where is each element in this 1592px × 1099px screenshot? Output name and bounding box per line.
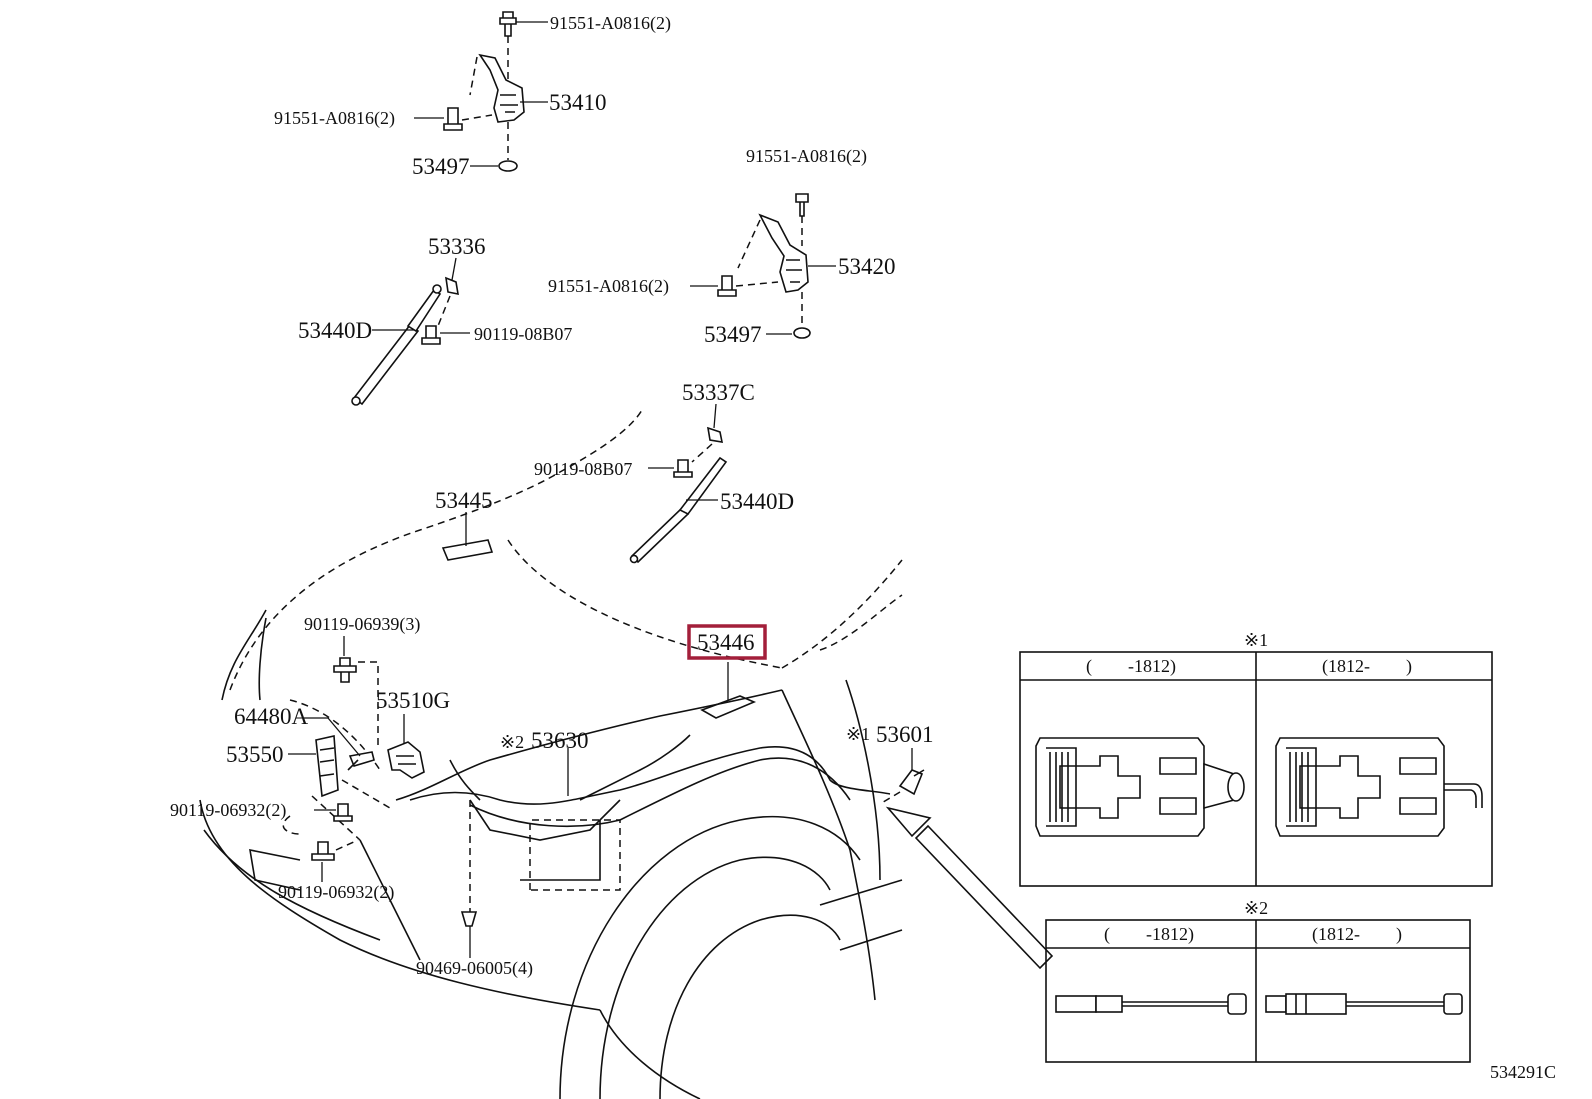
hood-stay-left — [351, 257, 470, 406]
inset-1-title: ※1 — [1244, 630, 1268, 650]
bumper-highlight-icon — [700, 695, 757, 719]
label-bracket-right: 53337C — [682, 380, 755, 405]
lock-assy-icon — [387, 741, 425, 779]
body-outline — [199, 609, 903, 1099]
label-bolt-stay-left: 90119-08B07 — [474, 324, 572, 344]
label-cushion-right: 53497 — [704, 322, 762, 347]
bolt-icon — [311, 841, 335, 861]
clip-icon — [460, 911, 478, 927]
inset-2-title: ※2 — [1244, 898, 1268, 918]
label-clip: 90469-06005(4) — [416, 958, 533, 979]
bolt-icon — [717, 275, 737, 297]
bolt-icon — [421, 325, 441, 345]
label-bumper-front: 53445 — [435, 488, 493, 513]
bolt-icon — [795, 193, 809, 217]
highlight-box — [687, 624, 767, 660]
bolt-icon — [443, 107, 463, 131]
label-stay-left: 53440D — [298, 318, 372, 343]
hinge-right-assembly — [690, 193, 836, 339]
label-bolt-right-hinge: 91551-A0816(2) — [548, 276, 669, 297]
hood-outline — [229, 409, 903, 719]
label-bolt-lock: 90119-06939(3) — [304, 614, 420, 635]
inset-1-left-col: ( -1812) — [1086, 656, 1176, 677]
label-bumper-highlight: 53446 — [697, 630, 755, 655]
inset-2-left-col: ( -1812) — [1104, 924, 1194, 945]
label-lever: 64480A — [234, 704, 309, 729]
label-hinge-right: 53420 — [838, 254, 896, 279]
hood-stay-right — [629, 403, 728, 564]
release-lever-icon — [315, 735, 339, 798]
bracket-icon — [706, 426, 724, 443]
label-bolt-top: 91551-A0816(2) — [550, 13, 671, 34]
hinge-left-assembly — [414, 11, 548, 172]
label-switch: 53601 — [876, 722, 934, 747]
bracket-icon — [445, 276, 459, 296]
inset-1-right-col: (1812- ) — [1322, 656, 1412, 677]
label-bolt-stay-right: 90119-08B07 — [534, 459, 632, 479]
label-bolt-left-hinge: 91551-A0816(2) — [274, 108, 395, 129]
hinge-left-icon — [478, 53, 525, 123]
cushion-icon — [793, 327, 811, 339]
lock-area — [282, 636, 1054, 970]
arrow-icon — [914, 824, 1054, 970]
hinge-right-icon — [758, 213, 809, 293]
label-switch-mark: ※1 — [846, 724, 870, 744]
label-cushion-left: 53497 — [412, 154, 470, 179]
stay-right-icon — [630, 506, 690, 564]
bolt-icon — [333, 657, 357, 683]
label-cable-mark: ※2 — [500, 732, 524, 752]
part-labels: 91551-A0816(2) 53410 91551-A0816(2) 5349… — [170, 13, 934, 979]
label-bolt-right-top: 91551-A0816(2) — [746, 146, 867, 167]
label-bolt-lower-1: 90119-06932(2) — [170, 800, 286, 821]
label-release-lever: 53550 — [226, 742, 284, 767]
label-stay-right: 53440D — [720, 489, 794, 514]
inset-2-right-col: (1812- ) — [1312, 924, 1402, 945]
cable-new-icon — [1265, 993, 1463, 1015]
label-cable: 53630 — [531, 728, 589, 753]
label-bolt-lower-2: 90119-06932(2) — [278, 882, 394, 903]
cushion-icon — [498, 160, 518, 172]
bolt-icon — [673, 459, 693, 478]
label-hinge-left: 53410 — [549, 90, 607, 115]
switch-icon — [898, 769, 924, 796]
bolt-icon — [333, 803, 353, 822]
diagram-code: 534291C — [1490, 1062, 1556, 1082]
switch-old-icon — [1035, 737, 1245, 837]
label-lock-assy: 53510G — [376, 688, 450, 713]
bumper-front-icon — [441, 539, 494, 561]
inset-2: ※2 ( -1812) (1812- ) — [1045, 898, 1471, 1063]
inset-1: ※1 ( -1812) (1812- ) — [1019, 630, 1493, 887]
bolt-icon — [499, 11, 517, 37]
switch-new-icon — [1275, 737, 1483, 837]
label-bracket-upper: 53336 — [428, 234, 486, 259]
cable-old-icon — [1055, 993, 1247, 1015]
